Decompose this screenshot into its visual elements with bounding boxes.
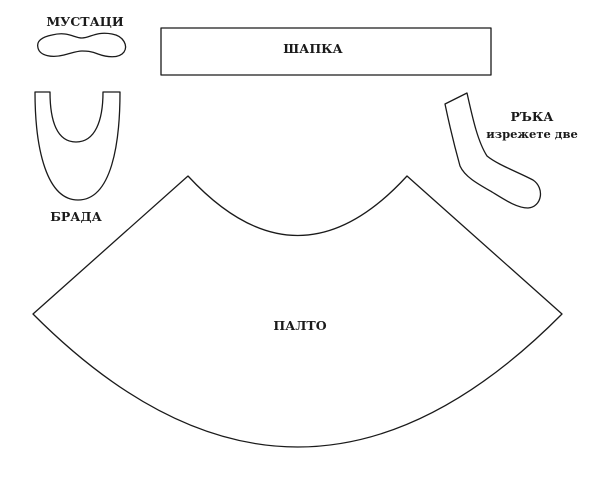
hat-label: ШАПКА (283, 41, 343, 56)
arm-note: изрежете две (486, 127, 578, 141)
mustache-label: МУСТАЦИ (46, 14, 123, 29)
hat-piece (160, 27, 492, 76)
beard-label: БРАДА (50, 209, 102, 224)
coat-piece (32, 175, 563, 448)
mustache-piece (36, 32, 127, 58)
arm-label: РЪКА (511, 109, 555, 124)
coat-label: ПАЛТО (273, 318, 326, 333)
beard-piece (34, 91, 121, 201)
arm-piece (444, 92, 542, 209)
